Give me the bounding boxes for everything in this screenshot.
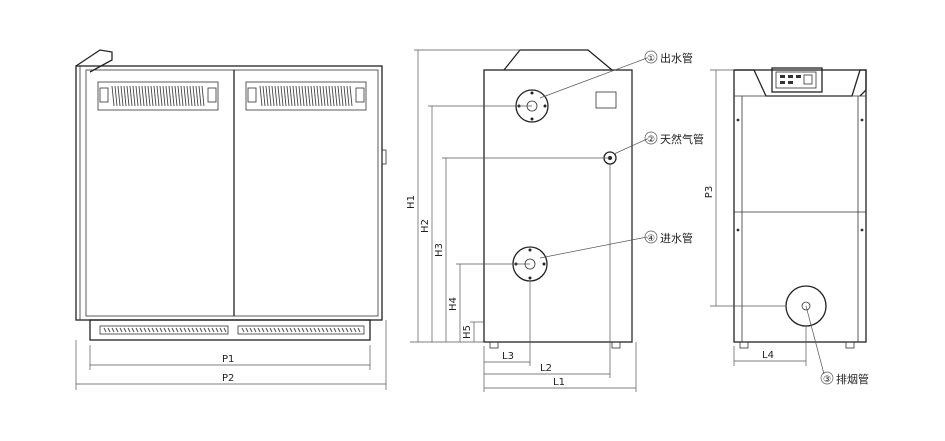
callout-outlet-label: 出水管 [660,51,693,65]
top-cap [75,49,113,73]
callout-gas-label: 天然气管 [660,132,704,146]
foot-right [611,341,621,349]
control-display [775,71,817,89]
back-body [733,69,867,343]
left-louver [97,81,219,111]
svg-text:①: ① [647,54,655,64]
control-panel [771,67,823,93]
svg-text:②: ② [647,135,655,145]
front-inner-frame [85,69,379,317]
top-dome [503,49,613,71]
p3-label: P3 [704,186,715,198]
callout-inlet-label: 进水管 [660,231,693,245]
p1-label: P1 [222,354,234,365]
callout-outlet: ① 出水管 [644,50,693,65]
p2-label: P2 [222,373,234,384]
callout-exhaust-label: 排烟管 [836,372,869,386]
front-base [89,319,371,341]
l3-label: L3 [502,351,514,362]
h5-label: H5 [462,325,473,339]
back-view: P3 L4 ③ 排烟管 [704,67,869,386]
h3-label: H3 [434,243,445,257]
h2-label: H2 [420,219,431,233]
callout-exhaust: ③ 排烟管 [820,371,869,386]
h4-label: H4 [448,297,459,311]
base-vent-left [99,325,229,335]
front-body [75,65,383,321]
l1-label: L1 [553,377,565,388]
callout-gas: ② 天然气管 [644,131,704,146]
foot-left [489,341,499,349]
side-view: ① 出水管 ② 天然气管 ④ 进水管 H1 H2 H3 H4 H5 [406,49,704,392]
svg-text:③: ③ [823,375,831,385]
front-view: P1 P2 [75,49,387,390]
svg-text:④: ④ [647,234,655,244]
base-vent-right [237,325,365,335]
l4-label: L4 [762,350,774,361]
side-handle [381,149,387,165]
l2-label: L2 [540,363,552,374]
vent-box [595,91,617,109]
h1-label: H1 [406,195,417,209]
callout-inlet: ④ 进水管 [644,230,693,245]
right-louver [245,81,367,111]
